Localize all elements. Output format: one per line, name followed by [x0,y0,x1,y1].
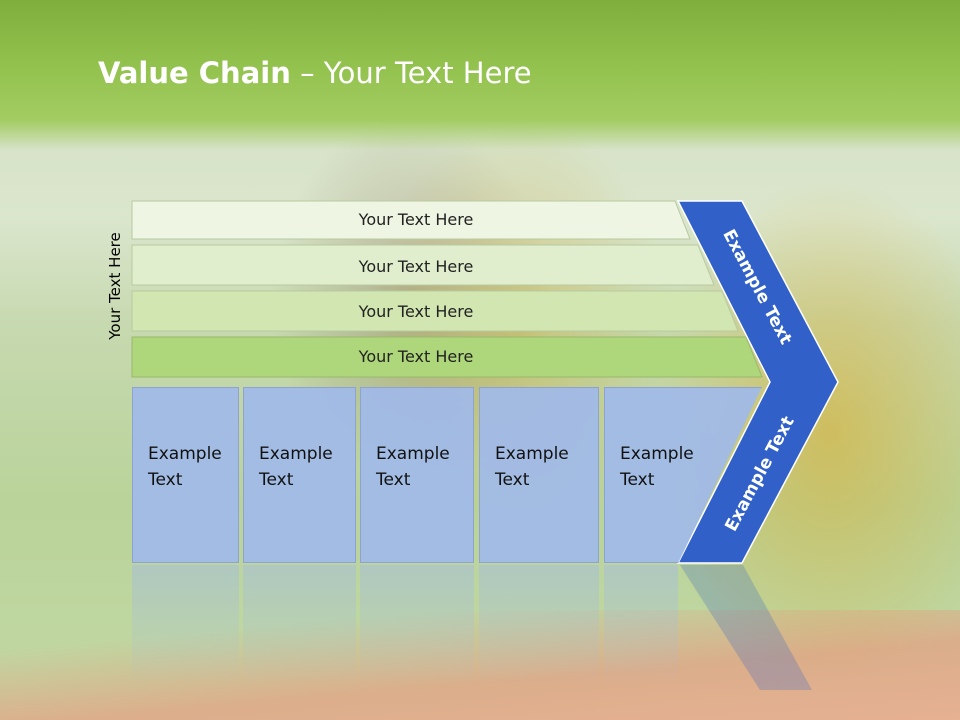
box-1-line1: Example [148,444,222,464]
box-3-line2: Text [376,470,411,490]
box-2-line2: Text [259,470,294,490]
title-rest: – Your Text Here [290,56,532,90]
floor-band [0,610,960,720]
box-reflection-2 [243,565,356,685]
bar-4-label: Your Text Here [358,347,474,366]
box-2-line1: Example [259,444,333,464]
header-band [0,0,960,150]
box-4-line1: Example [495,444,569,464]
box-5-line2: Text [620,470,655,490]
bar-2[interactable] [131,244,715,286]
box-reflection-4 [479,565,599,685]
slide-title: Value Chain – Your Text Here [98,56,532,90]
bar-3[interactable] [131,290,739,332]
chevron-arrow[interactable] [676,200,839,564]
bar-4[interactable] [131,336,763,378]
box-reflection-5 [604,565,678,685]
chevron-reflection [680,565,812,690]
box-3-line1: Example [376,444,450,464]
box-reflection-1 [132,565,239,685]
bar-1[interactable] [131,200,691,240]
box-4-line2: Text [495,470,530,490]
bar-1-label: Your Text Here [358,210,474,229]
box-1-line2: Text [148,470,183,490]
title-bold: Value Chain [98,56,291,90]
box-reflection-3 [360,565,474,685]
box-5-line1: Example [620,444,694,464]
bar-3-label: Your Text Here [358,302,474,321]
bar-2-label: Your Text Here [358,257,474,276]
